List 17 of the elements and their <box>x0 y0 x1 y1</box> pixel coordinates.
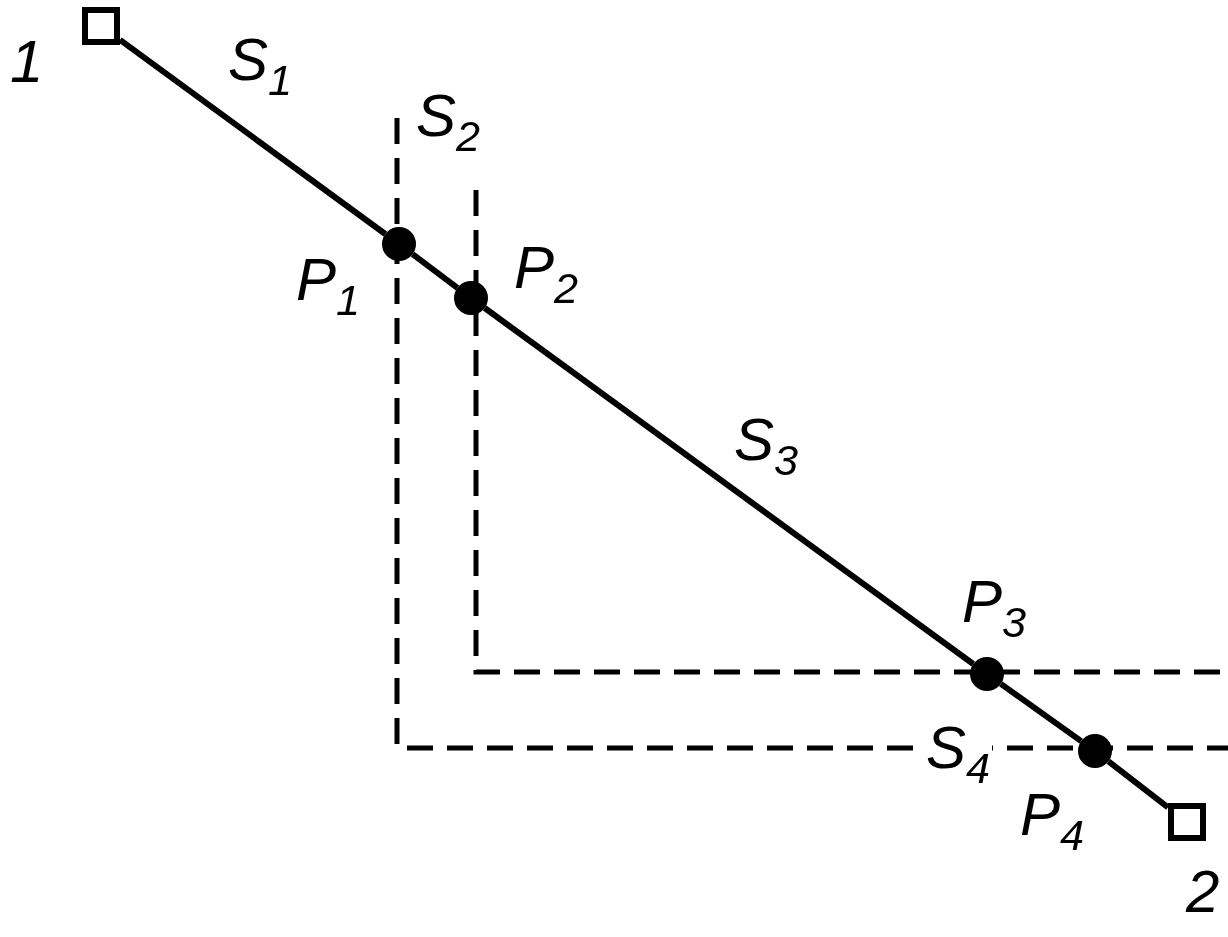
point-label: P$_{1}$ <box>296 250 361 323</box>
line-segment <box>118 37 388 237</box>
endpoint-square <box>82 7 120 45</box>
point-label: 2 <box>1186 862 1220 922</box>
point-dot <box>382 227 416 261</box>
line-segment <box>999 681 1083 744</box>
point-dot <box>970 657 1004 691</box>
point-dot <box>1078 734 1112 768</box>
point-label: P$_{4}$ <box>1020 785 1085 858</box>
point-label: P$_{2}$ <box>514 238 579 311</box>
line-segment <box>410 251 460 291</box>
line-segment <box>482 305 976 667</box>
line-segment <box>1106 759 1170 810</box>
endpoint-square <box>1168 803 1206 841</box>
point-label: P$_{3}$ <box>962 572 1027 645</box>
point-label: 1 <box>10 32 44 92</box>
point-dot <box>454 281 488 315</box>
